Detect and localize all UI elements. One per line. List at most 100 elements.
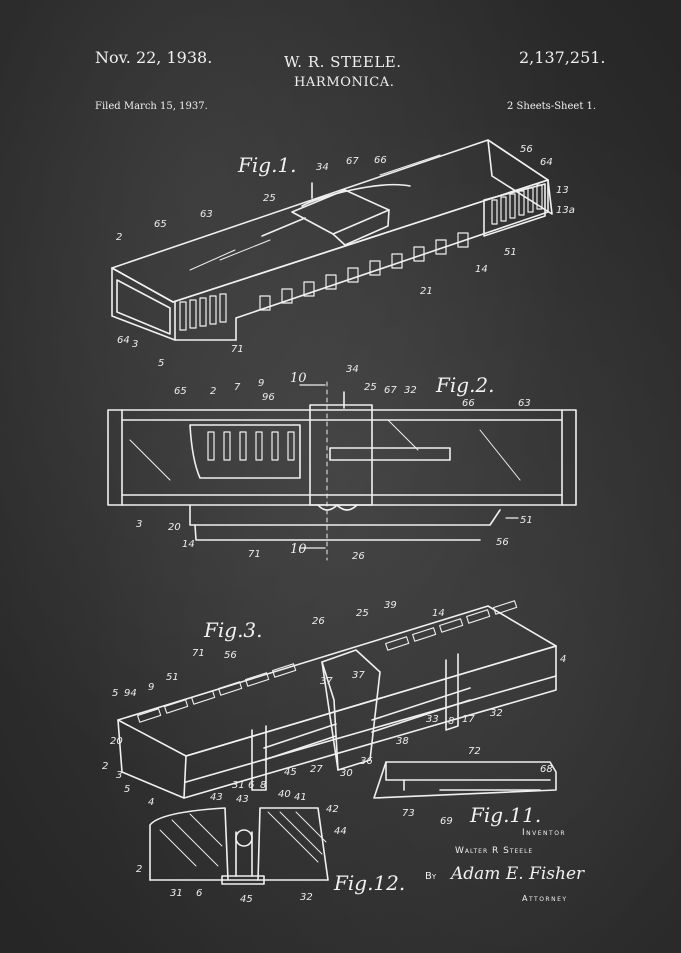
svg-text:37: 37	[320, 676, 333, 687]
svg-text:6: 6	[248, 780, 254, 791]
svg-text:27: 27	[310, 764, 323, 775]
svg-text:71: 71	[192, 648, 205, 659]
svg-text:17: 17	[462, 714, 475, 725]
svg-text:20: 20	[168, 522, 181, 533]
svg-text:39: 39	[384, 600, 397, 611]
svg-text:2: 2	[116, 232, 122, 243]
svg-text:65: 65	[174, 386, 187, 397]
svg-text:38: 38	[396, 736, 409, 747]
svg-text:6: 6	[196, 888, 202, 899]
svg-text:8: 8	[448, 716, 454, 727]
svg-text:51: 51	[504, 247, 517, 258]
svg-text:21: 21	[420, 286, 433, 297]
reference-numerals: 34 67 66 25 56 64 13 13a 65 63 2 51 14 2…	[102, 144, 575, 905]
svg-text:32: 32	[490, 708, 503, 719]
patent-number: 2,137,251.	[519, 48, 606, 67]
svg-text:44: 44	[334, 826, 347, 837]
svg-text:5: 5	[124, 784, 130, 795]
svg-text:45: 45	[240, 894, 253, 905]
figure-11-title: Fig.11.	[469, 803, 541, 827]
svg-text:33: 33	[426, 714, 439, 725]
svg-text:43: 43	[236, 794, 249, 805]
figure-2-reeds	[207, 431, 295, 461]
svg-text:26: 26	[312, 616, 325, 627]
figure-11-detail	[373, 761, 557, 799]
attorney-signature: Adam E. Fisher	[451, 864, 585, 884]
svg-text:31: 31	[232, 780, 245, 791]
svg-text:34: 34	[346, 364, 359, 375]
svg-text:9: 9	[148, 682, 154, 693]
svg-text:3: 3	[136, 519, 142, 530]
svg-text:51: 51	[520, 515, 533, 526]
svg-text:69: 69	[440, 816, 453, 827]
svg-text:2: 2	[102, 761, 108, 772]
svg-text:73: 73	[402, 808, 415, 819]
svg-text:32: 32	[300, 892, 313, 903]
svg-text:64: 64	[117, 335, 130, 346]
svg-text:2: 2	[210, 386, 216, 397]
inventor-label: Inventor	[522, 828, 567, 838]
section-mark-bottom: 10	[290, 542, 307, 557]
svg-text:14: 14	[182, 539, 195, 550]
patent-date: Nov. 22, 1938.	[95, 48, 213, 67]
svg-text:4: 4	[560, 654, 566, 665]
svg-text:63: 63	[518, 398, 531, 409]
sheet-count: 2 Sheets-Sheet 1.	[507, 101, 597, 112]
inventor-signature: Walter R Steele	[455, 846, 534, 856]
figure-3-title: Fig.3.	[203, 618, 263, 642]
svg-text:68: 68	[540, 764, 553, 775]
filed-date: Filed March 15, 1937.	[95, 101, 208, 112]
svg-text:96: 96	[262, 392, 275, 403]
svg-text:9: 9	[258, 378, 264, 389]
figure-2-title: Fig.2.	[435, 373, 495, 397]
svg-text:3: 3	[116, 770, 122, 781]
figure-2-harmonica-front-view	[107, 381, 577, 561]
svg-text:64: 64	[540, 157, 553, 168]
figure-1-harmonica-perspective	[111, 139, 553, 341]
svg-text:94: 94	[124, 688, 137, 699]
svg-text:13a: 13a	[556, 205, 575, 216]
svg-text:66: 66	[462, 398, 475, 409]
svg-text:14: 14	[432, 608, 445, 619]
figure-3-harmonica-cutaway	[117, 605, 557, 799]
svg-text:41: 41	[294, 792, 307, 803]
svg-text:25: 25	[263, 193, 276, 204]
svg-text:4: 4	[148, 797, 154, 808]
svg-text:40: 40	[278, 789, 291, 800]
svg-text:25: 25	[356, 608, 369, 619]
svg-text:25: 25	[364, 382, 377, 393]
svg-text:66: 66	[374, 155, 387, 166]
by-label: By	[425, 871, 437, 882]
svg-text:71: 71	[248, 549, 261, 560]
patent-title: HARMONICA.	[294, 75, 395, 90]
figure-1-holes	[179, 184, 543, 331]
svg-text:56: 56	[496, 537, 509, 548]
figure-12-section	[149, 807, 329, 885]
figure-3-slots	[137, 600, 518, 723]
svg-text:63: 63	[200, 209, 213, 220]
svg-text:65: 65	[154, 219, 167, 230]
svg-text:30: 30	[340, 768, 353, 779]
svg-text:13: 13	[556, 185, 569, 196]
svg-text:56: 56	[224, 650, 237, 661]
svg-text:2: 2	[136, 864, 142, 875]
svg-text:5: 5	[112, 688, 118, 699]
svg-text:14: 14	[475, 264, 488, 275]
svg-text:42: 42	[326, 804, 339, 815]
svg-text:5: 5	[158, 358, 164, 369]
svg-text:3: 3	[132, 339, 138, 350]
svg-text:51: 51	[166, 672, 179, 683]
svg-text:26: 26	[352, 551, 365, 562]
svg-text:8: 8	[260, 780, 266, 791]
figure-12-title: Fig.12.	[333, 871, 405, 895]
svg-text:67: 67	[384, 385, 397, 396]
svg-text:56: 56	[520, 144, 533, 155]
svg-text:34: 34	[316, 162, 329, 173]
section-mark-top: 10	[290, 371, 307, 386]
svg-text:72: 72	[468, 746, 481, 757]
inventor-name: W. R. STEELE.	[284, 53, 402, 71]
svg-text:32: 32	[404, 385, 417, 396]
svg-text:67: 67	[346, 156, 359, 167]
